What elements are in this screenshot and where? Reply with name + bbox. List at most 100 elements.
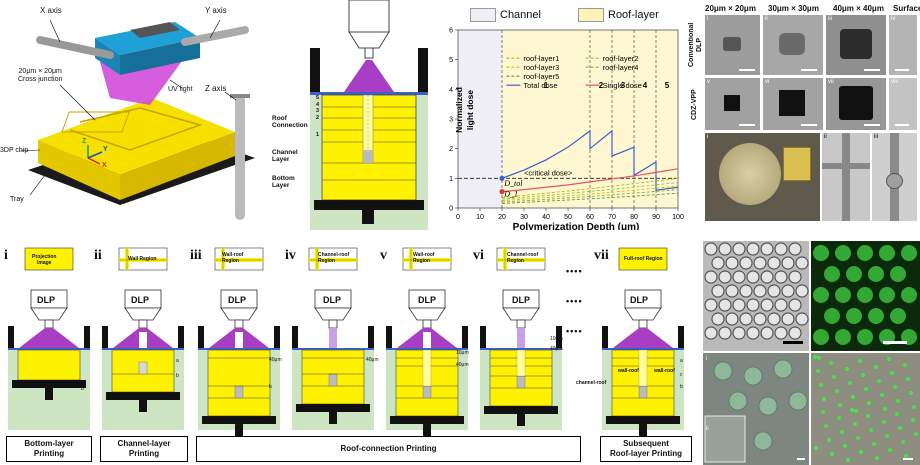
- image-tag: ii: [824, 134, 827, 140]
- droplet: [781, 284, 795, 298]
- fluorescent-droplet: [835, 329, 851, 345]
- channel-cavity: [516, 375, 526, 389]
- light-mask: [139, 332, 147, 348]
- step-num-ii: ii: [94, 248, 102, 263]
- printer-section-svg: [310, 0, 428, 230]
- annot-b: b: [176, 373, 179, 379]
- light-beam: [613, 328, 673, 348]
- platform-stem: [423, 424, 431, 436]
- col-header-surface: Surface: [893, 4, 920, 13]
- cell: [911, 418, 915, 422]
- vat-wall: [678, 326, 684, 350]
- droplet: [718, 270, 732, 284]
- sem-image: i: [705, 15, 760, 75]
- legend-channel-text: Channel: [500, 9, 541, 21]
- step-num-iv: iv: [285, 248, 296, 263]
- image-tag: ii: [765, 16, 768, 22]
- fluorescent-droplet: [868, 266, 884, 282]
- annot-c: c: [680, 372, 683, 378]
- stage-roof-connection: Roof-connection Printing: [196, 436, 581, 462]
- annot-40um: 40μm: [550, 346, 563, 352]
- image-tag: iii: [874, 134, 878, 140]
- dlp-lens: [408, 307, 446, 321]
- annot-10um: 10μm: [456, 350, 469, 356]
- chip-illustration: [19, 19, 255, 220]
- cell: [866, 414, 870, 418]
- sem-image: iv: [889, 15, 917, 75]
- coin-photo: i: [705, 133, 820, 221]
- x-tick-label: 100: [672, 214, 684, 221]
- cell: [821, 410, 825, 414]
- dlp-nozzle: [638, 319, 648, 329]
- cell-droplet: [753, 431, 773, 451]
- sem-image: ii: [763, 15, 823, 75]
- cell: [850, 408, 854, 412]
- series-line: [501, 192, 679, 204]
- ellipsis: ••••: [566, 326, 583, 336]
- droplet: [704, 326, 718, 340]
- x-tick-label: 70: [608, 214, 616, 221]
- droplet: [746, 242, 760, 256]
- droplet: [795, 284, 809, 298]
- cell-droplet: [773, 359, 793, 379]
- legend-entry: Single dose: [603, 81, 642, 90]
- d1-label: D_1: [503, 190, 518, 199]
- droplet: [760, 242, 774, 256]
- vat-window: [602, 348, 684, 350]
- platform-stem: [329, 412, 337, 424]
- dlp-lens: [502, 307, 540, 321]
- platform: [202, 416, 276, 424]
- vat-wall: [462, 326, 468, 350]
- col-header-20: 20μm × 20μm: [705, 4, 756, 13]
- platform: [484, 406, 558, 414]
- annot-b: b: [680, 384, 683, 390]
- droplet: [886, 173, 903, 189]
- dlp-lens: [314, 307, 352, 321]
- cell: [890, 371, 894, 375]
- channel-cavity: [234, 385, 244, 399]
- bottom-layer-label: Bottom Layer: [272, 175, 295, 189]
- roof-connection-label: Roof Connection: [272, 115, 308, 129]
- platform: [12, 380, 86, 388]
- cell: [814, 446, 818, 450]
- steps-svg: [8, 247, 684, 436]
- droplet: [725, 312, 739, 326]
- light-mask: [423, 332, 431, 348]
- light-beam: [517, 328, 525, 348]
- layer-number: 2: [316, 114, 320, 121]
- droplet: [753, 256, 767, 270]
- vat-wall: [102, 326, 108, 350]
- cell: [851, 395, 855, 399]
- dlp-nozzle: [138, 319, 148, 329]
- droplet: [732, 298, 746, 312]
- platform-stem: [517, 414, 525, 426]
- cell: [846, 458, 850, 462]
- fluorescent-droplet: [868, 308, 884, 324]
- vat-wall: [8, 326, 14, 350]
- roof-column: [516, 349, 526, 377]
- stage-subsequent-roof: Subsequent Roof-layer Printing: [600, 436, 692, 462]
- droplet: [718, 298, 732, 312]
- fluorescent-droplet: [901, 287, 917, 303]
- channel-hole: [839, 86, 873, 120]
- cell: [914, 432, 918, 436]
- cross-junction-label: 20μm × 20μm Cross junction: [18, 68, 63, 83]
- cell-inset: [704, 415, 746, 463]
- vat-window: [292, 348, 374, 350]
- dlp-lens: [124, 307, 162, 321]
- image-tag: i: [707, 134, 709, 140]
- col-header-30: 30μm × 30μm: [768, 4, 819, 13]
- step-num-v: v: [380, 248, 387, 263]
- vat-wall: [292, 326, 298, 350]
- vat-wall: [178, 326, 184, 350]
- droplet: [781, 312, 795, 326]
- cell: [829, 361, 833, 365]
- cell: [880, 393, 884, 397]
- fluorescent-droplet: [813, 245, 829, 261]
- proj-label: Projection Image: [32, 254, 57, 266]
- y-tick-label: 6: [449, 28, 453, 35]
- cell: [896, 399, 900, 403]
- image-tag: ii: [706, 426, 709, 432]
- droplet: [767, 256, 781, 270]
- droplet: [711, 312, 725, 326]
